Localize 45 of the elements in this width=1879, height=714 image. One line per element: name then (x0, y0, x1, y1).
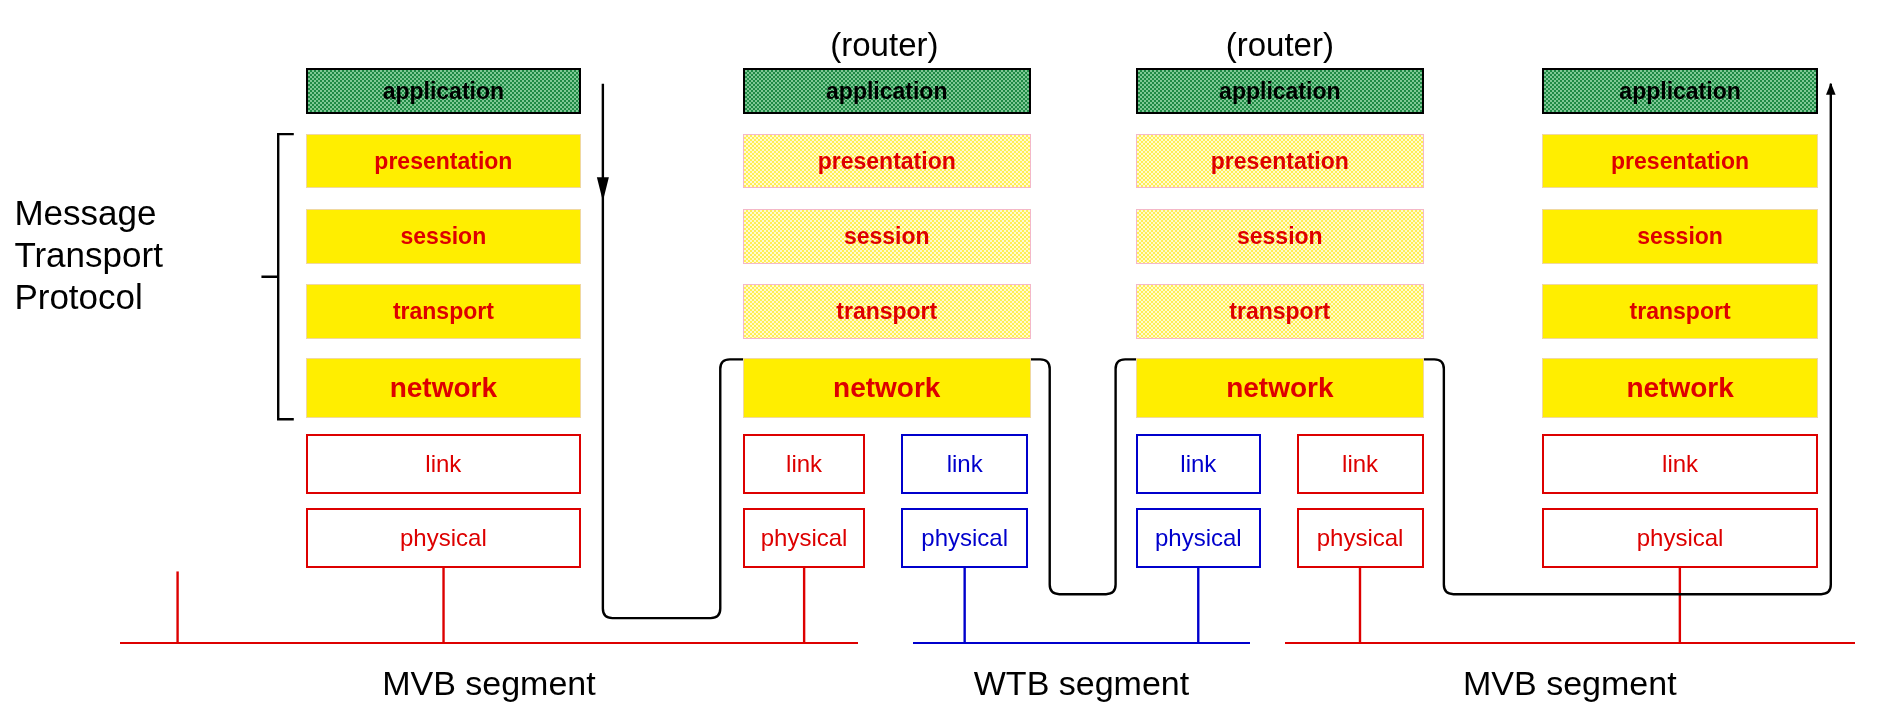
link-layer-box: physical (1542, 508, 1818, 568)
protocol-layer-box: transport (1542, 284, 1818, 340)
link-layer-box: link (1136, 433, 1261, 494)
protocol-layer-box: presentation (305, 134, 582, 189)
link-layer-box: link (901, 433, 1029, 494)
protocol-layer-box: presentation (742, 134, 1031, 189)
network-layer-box: network (305, 358, 582, 419)
link-layer-box: link (305, 433, 582, 494)
connection-line (176, 571, 179, 643)
network-layer-box: network (1136, 358, 1424, 419)
network-layer-box: network (1542, 358, 1818, 419)
protocol-layer-box: presentation (1542, 134, 1818, 189)
link-layer-box: physical (901, 508, 1029, 568)
protocol-layer-box: transport (305, 284, 582, 340)
bus-segment: MVB segment (119, 642, 858, 707)
protocol-layer-box: session (1542, 208, 1818, 264)
link-layer-box: physical (1136, 508, 1261, 568)
connection-line (1197, 567, 1200, 643)
protocol-layer-box: session (305, 208, 582, 264)
link-layer-box: link (742, 433, 866, 494)
protocol-layer-box: session (1136, 208, 1424, 264)
application-layer-box: application (1136, 68, 1424, 114)
protocol-layer-box: transport (1136, 284, 1424, 340)
link-layer-box: physical (1296, 508, 1424, 568)
protocol-layer-box: transport (742, 284, 1031, 340)
bus-segment: WTB segment (913, 642, 1250, 707)
connection-line (802, 567, 806, 643)
connection-line (963, 567, 966, 643)
link-layer-box: link (1542, 433, 1818, 494)
bus-segment: MVB segment (1284, 642, 1855, 707)
application-layer-box: application (305, 68, 582, 114)
application-layer-box: application (1542, 68, 1818, 114)
connection-line (1678, 567, 1682, 643)
router-label: (router) (830, 26, 939, 65)
link-layer-box: link (1296, 433, 1424, 494)
application-layer-box: application (742, 68, 1031, 114)
router-label: (router) (1225, 26, 1334, 65)
network-layer-box: network (742, 358, 1031, 419)
protocol-layer-box: session (742, 208, 1031, 264)
protocol-layer-box: presentation (1136, 134, 1424, 189)
connection-line (1358, 567, 1362, 643)
link-layer-box: physical (742, 508, 866, 568)
protocol-label: Message Transport Protocol (14, 191, 164, 318)
connection-line (442, 567, 445, 643)
link-layer-box: physical (305, 508, 582, 568)
